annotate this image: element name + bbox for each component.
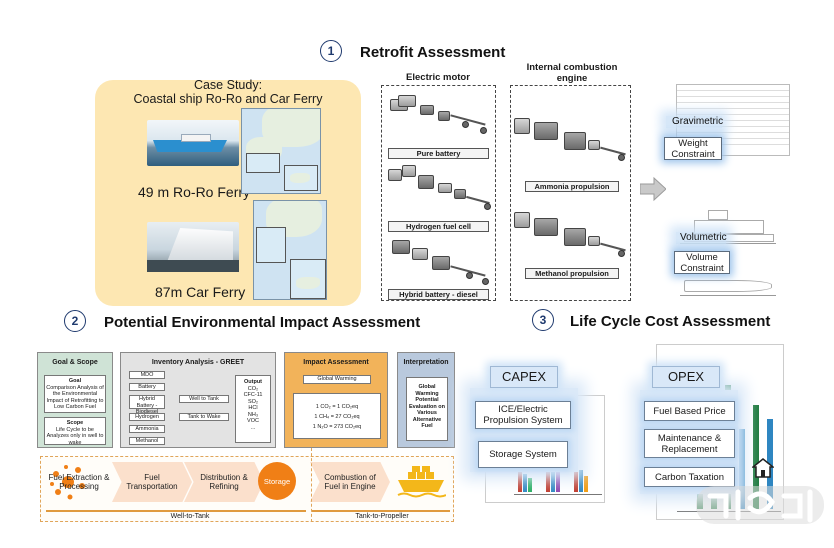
well-to-tank-label: Well-to-Tank bbox=[170, 513, 210, 520]
opex-fuel-price-box: Fuel Based Price bbox=[644, 401, 735, 421]
gravimetric-label: Gravimetric bbox=[672, 116, 724, 127]
output-more: ... bbox=[250, 424, 256, 431]
output-co2: CO₂ bbox=[247, 385, 259, 392]
methanol-propulsion-label: Methanol propulsion bbox=[525, 268, 619, 279]
tank-to-wake-box: Tank to Wake bbox=[179, 413, 229, 421]
well-to-tank-box: Well to Tank bbox=[179, 395, 229, 403]
global-warming-box: Global Warming bbox=[303, 375, 371, 384]
inv-item-battery: Battery bbox=[129, 383, 165, 391]
pure-battery-label: Pure battery bbox=[388, 148, 489, 159]
inv-item-hybrid: Hybrid Battery - Biodiesel bbox=[129, 395, 165, 415]
chain-chevron-refining bbox=[184, 462, 264, 502]
capex-header: CAPEX bbox=[490, 366, 558, 388]
building-icon bbox=[752, 458, 774, 478]
goal-scope-title: Goal & Scope bbox=[52, 359, 98, 366]
volume-constraint-box: Volume Constraint bbox=[674, 251, 730, 274]
inventory-title: Inventory Analysis - GREET bbox=[151, 359, 245, 366]
scope-box: Scope Life Cycle to be Analyzes only in … bbox=[44, 417, 106, 446]
output-voc: VOC bbox=[247, 418, 259, 424]
impact-panel: Impact Assessment Global Warming 1 CO₂ =… bbox=[284, 352, 388, 448]
electric-motor-title: Electric motor bbox=[406, 72, 470, 83]
section-3-number: 3 bbox=[532, 309, 554, 331]
chain-chevron-transport bbox=[112, 462, 192, 502]
inv-item-mdo: MDO bbox=[129, 371, 165, 379]
ship-plan-drawing bbox=[680, 276, 776, 296]
output-so2: SO₂ bbox=[247, 398, 259, 405]
section-2-number: 2 bbox=[64, 310, 86, 332]
weight-line2: Constraint bbox=[671, 149, 715, 160]
chain-chevron-combustion bbox=[310, 462, 390, 502]
chain-step-extraction: Fuel Extraction & Processing bbox=[48, 472, 110, 492]
impact-title: Impact Assessment bbox=[303, 359, 369, 366]
volume-line1: Volume bbox=[686, 252, 718, 263]
goal-box: Goal Comparison Analysis of the Environm… bbox=[44, 375, 106, 413]
weight-constraint-box: Weight Constraint bbox=[664, 137, 722, 160]
output-cfc: CFC-11 bbox=[243, 392, 263, 398]
chain-step-refining: Distribution & Refining bbox=[200, 472, 248, 492]
arrow-right-icon bbox=[640, 176, 666, 202]
gwp-n2o: 1 N₂O = 273 CO₂eq bbox=[312, 424, 362, 430]
output-label: Output bbox=[243, 379, 263, 385]
output-hcl: HCl bbox=[248, 405, 258, 411]
fuel-dots-icon bbox=[50, 465, 85, 500]
watermark-logo-icon bbox=[696, 486, 824, 524]
capex-storage-box: Storage System bbox=[478, 441, 568, 468]
capex-propulsion-box: ICE/Electric Propulsion System bbox=[475, 401, 571, 429]
goal-label: Goal bbox=[68, 378, 82, 384]
wtt-arrow-line bbox=[46, 510, 306, 512]
ice-panel bbox=[510, 85, 631, 301]
case-study-title: Case Study: bbox=[193, 78, 263, 92]
opex-carbon-tax-box: Carbon Taxation bbox=[644, 467, 735, 487]
weight-line1: Weight bbox=[678, 138, 708, 149]
section-2-title: Potential Environmental Impact Assessmen… bbox=[104, 314, 421, 331]
ro-ro-ferry-photo bbox=[147, 120, 239, 166]
map-car-ferry-route bbox=[253, 200, 327, 300]
opex-header: OPEX bbox=[652, 366, 720, 388]
cargo-ship-icon bbox=[397, 466, 446, 498]
volumetric-label: Volumetric bbox=[680, 232, 727, 243]
output-box: Output CO₂ CFC-11 SO₂ HCl NH₃ VOC ... bbox=[235, 375, 271, 443]
volumetric-highlight bbox=[676, 232, 726, 244]
ice-title-line2: engine bbox=[556, 73, 588, 84]
section-1-number: 1 bbox=[320, 40, 342, 62]
car-ferry-photo bbox=[147, 222, 239, 272]
gwp-factors-box: 1 CO₂ = 1 CO₂eq 1 CH₄ = 27 CO₂eq 1 N₂O =… bbox=[293, 393, 381, 439]
goal-scope-panel: Goal & Scope Goal Comparison Analysis of… bbox=[37, 352, 113, 448]
scope-text: Life Cycle to be Analyzes only in well t… bbox=[46, 426, 104, 446]
scope-label: Scope bbox=[66, 420, 84, 426]
opex-maintenance-box: Maintenance & Replacement bbox=[644, 429, 735, 458]
inventory-panel: Inventory Analysis - GREET MDO Battery H… bbox=[120, 352, 276, 448]
storage-circle: Storage bbox=[258, 462, 296, 500]
gwp-co2: 1 CO₂ = 1 CO₂eq bbox=[315, 404, 359, 410]
ammonia-propulsion-label: Ammonia propulsion bbox=[525, 181, 619, 192]
interpretation-panel: Interpretation Global Warming Potential … bbox=[397, 352, 455, 448]
tank-to-propeller-label: Tank-to-Propeller bbox=[355, 513, 409, 520]
hybrid-battery-diesel-label: Hybrid battery - diesel bbox=[388, 289, 489, 300]
case-study-subtitle: Coastal ship Ro-Ro and Car Ferry bbox=[133, 92, 323, 106]
inv-item-hydrogen: Hydrogen bbox=[129, 413, 165, 421]
chain-step-combustion: Combustion of Fuel in Engine bbox=[324, 472, 376, 492]
chain-divider bbox=[311, 448, 312, 522]
ship2-label: 87m Car Ferry bbox=[155, 284, 246, 300]
output-nh3: NH₃ bbox=[247, 411, 259, 418]
gwp-ch4: 1 CH₄ = 27 CO₂eq bbox=[314, 414, 360, 420]
ship-profile-drawing bbox=[680, 208, 776, 244]
chain-step-transport: Fuel Transportation bbox=[126, 472, 178, 492]
case-study-panel: Case Study: Coastal ship Ro-Ro and Car F… bbox=[95, 78, 361, 306]
volume-line2: Constraint bbox=[680, 263, 724, 274]
inv-item-ammonia: Ammonia bbox=[129, 425, 165, 433]
inv-item-methanol: Methanol bbox=[129, 437, 165, 445]
ship1-label: 49 m Ro-Ro Ferry bbox=[138, 184, 251, 200]
ttp-arrow-line bbox=[312, 510, 450, 512]
map-ro-ro-route bbox=[241, 108, 321, 194]
interpretation-text: Global Warming Potential Evaluation on V… bbox=[406, 377, 448, 441]
interpretation-title: Interpretation bbox=[403, 359, 449, 366]
hydrogen-fuel-cell-label: Hydrogen fuel cell bbox=[388, 221, 489, 232]
ice-title-line1: Internal combustion bbox=[526, 62, 618, 73]
goal-text: Comparison Analysis of the Environmental… bbox=[46, 384, 104, 411]
gravimetric-highlight bbox=[666, 116, 722, 128]
section-1-title: Retrofit Assessment bbox=[360, 44, 506, 61]
section-3-title: Life Cycle Cost Assessment bbox=[570, 313, 771, 330]
